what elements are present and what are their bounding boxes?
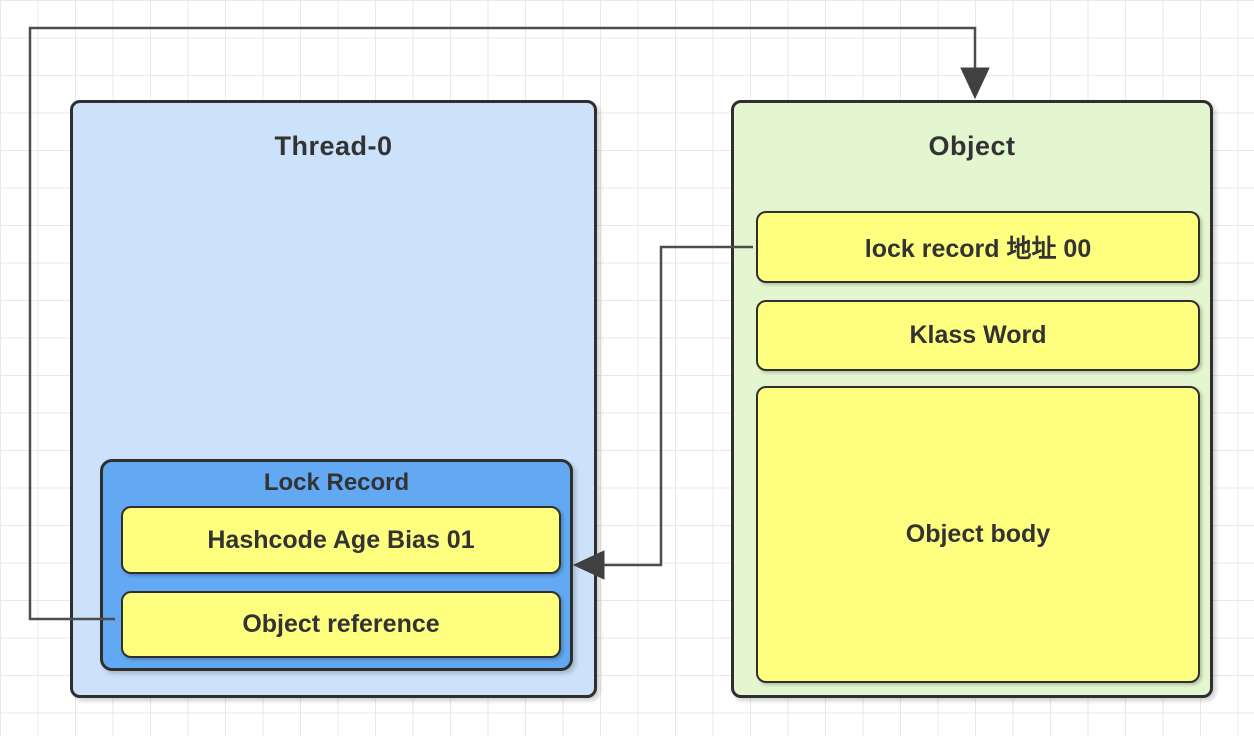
arrowhead-down-icon bbox=[960, 67, 990, 100]
slot-klass-word: Klass Word bbox=[756, 300, 1200, 371]
connector-lock-record-address-to-lock-record bbox=[572, 245, 753, 580]
thread-box: Thread-0 Lock Record Hashcode Age Bias 0… bbox=[70, 100, 597, 698]
lock-record-box: Lock Record Hashcode Age Bias 01 Object … bbox=[100, 459, 573, 671]
lock-record-title: Lock Record bbox=[263, 469, 410, 496]
slot-object-reference: Object reference bbox=[121, 591, 561, 658]
object-box-title: Object bbox=[928, 131, 1016, 161]
thread-box-title: Thread-0 bbox=[274, 131, 393, 161]
slot-lock-record-address: lock record 地址 00 bbox=[756, 211, 1200, 283]
object-box: Object lock record 地址 00 Klass Word Obje… bbox=[731, 100, 1213, 698]
slot-hashcode-age-bias: Hashcode Age Bias 01 bbox=[121, 506, 561, 574]
slot-object-body: Object body bbox=[756, 386, 1200, 683]
